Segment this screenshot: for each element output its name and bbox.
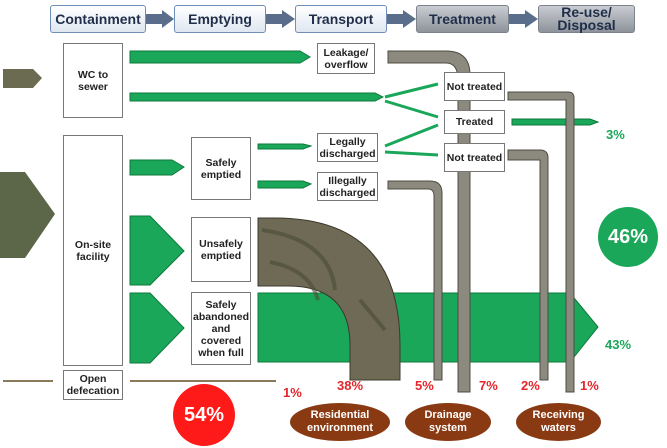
percent-3: 3% bbox=[606, 127, 625, 142]
stage-emptying: Emptying bbox=[174, 5, 266, 33]
stage-reuse-disposal: Re-use/ Disposal bbox=[538, 5, 635, 33]
wc-to-sewer-box: WC to sewer bbox=[63, 43, 123, 118]
unsafely-emptied-box: Unsafely emptied bbox=[191, 217, 251, 282]
unsafe-sludge-curve bbox=[257, 217, 401, 381]
illegally-arrow bbox=[257, 180, 313, 189]
drainage-system-oval: Drainage system bbox=[405, 403, 491, 441]
safely-emptied-box: Safely emptied bbox=[191, 137, 251, 200]
unsafely-emptied-arrow bbox=[129, 215, 185, 286]
wc-input-arrow bbox=[3, 69, 42, 88]
residential-environment-oval: Residential environment bbox=[290, 403, 390, 441]
percent-1-receiving: 1% bbox=[580, 378, 599, 393]
percent-2: 2% bbox=[521, 378, 540, 393]
illegally-discharged-box: Illegally discharged bbox=[317, 172, 378, 201]
percent-5: 5% bbox=[415, 378, 434, 393]
not-treated-2-pipe bbox=[507, 149, 549, 381]
open-defecation-box: Open defecation bbox=[63, 370, 123, 400]
stage-containment: Containment bbox=[50, 5, 146, 33]
not-treated-box-2: Not treated bbox=[444, 143, 505, 172]
onsite-facility-box: On-site facility bbox=[63, 135, 123, 366]
onsite-input-arrow bbox=[0, 172, 55, 258]
treated-to-reuse-arrow bbox=[511, 118, 600, 126]
safely-emptied-arrow bbox=[129, 159, 185, 176]
wc-to-sewer-arrow bbox=[129, 92, 385, 102]
percent-38: 38% bbox=[337, 378, 364, 393]
not-treated-1-pipe bbox=[507, 91, 575, 393]
treated-box: Treated bbox=[444, 110, 505, 134]
stage-transport: Transport bbox=[295, 5, 387, 33]
legally-discharged-box: Legally discharged bbox=[317, 133, 378, 162]
illegal-pipe bbox=[387, 180, 443, 381]
wc-to-leakage-arrow bbox=[129, 50, 311, 64]
abandoned-arrow bbox=[129, 292, 185, 364]
leakage-box: Leakage/ overflow bbox=[317, 43, 375, 74]
not-treated-box-1: Not treated bbox=[444, 72, 505, 101]
treatment-flow-lines bbox=[384, 82, 439, 157]
stage-treatment: Treatment bbox=[416, 5, 509, 33]
legally-arrow bbox=[257, 143, 313, 150]
percent-54-circle: 54% bbox=[173, 384, 235, 446]
abandoned-box: Safely abandoned and covered when full bbox=[191, 292, 251, 365]
percent-46-circle: 46% bbox=[598, 207, 658, 267]
stage-arrows bbox=[146, 10, 538, 28]
receiving-waters-oval: Receiving waters bbox=[516, 403, 601, 441]
percent-43: 43% bbox=[605, 337, 632, 352]
percent-1-open: 1% bbox=[283, 385, 302, 400]
percent-7: 7% bbox=[479, 378, 498, 393]
